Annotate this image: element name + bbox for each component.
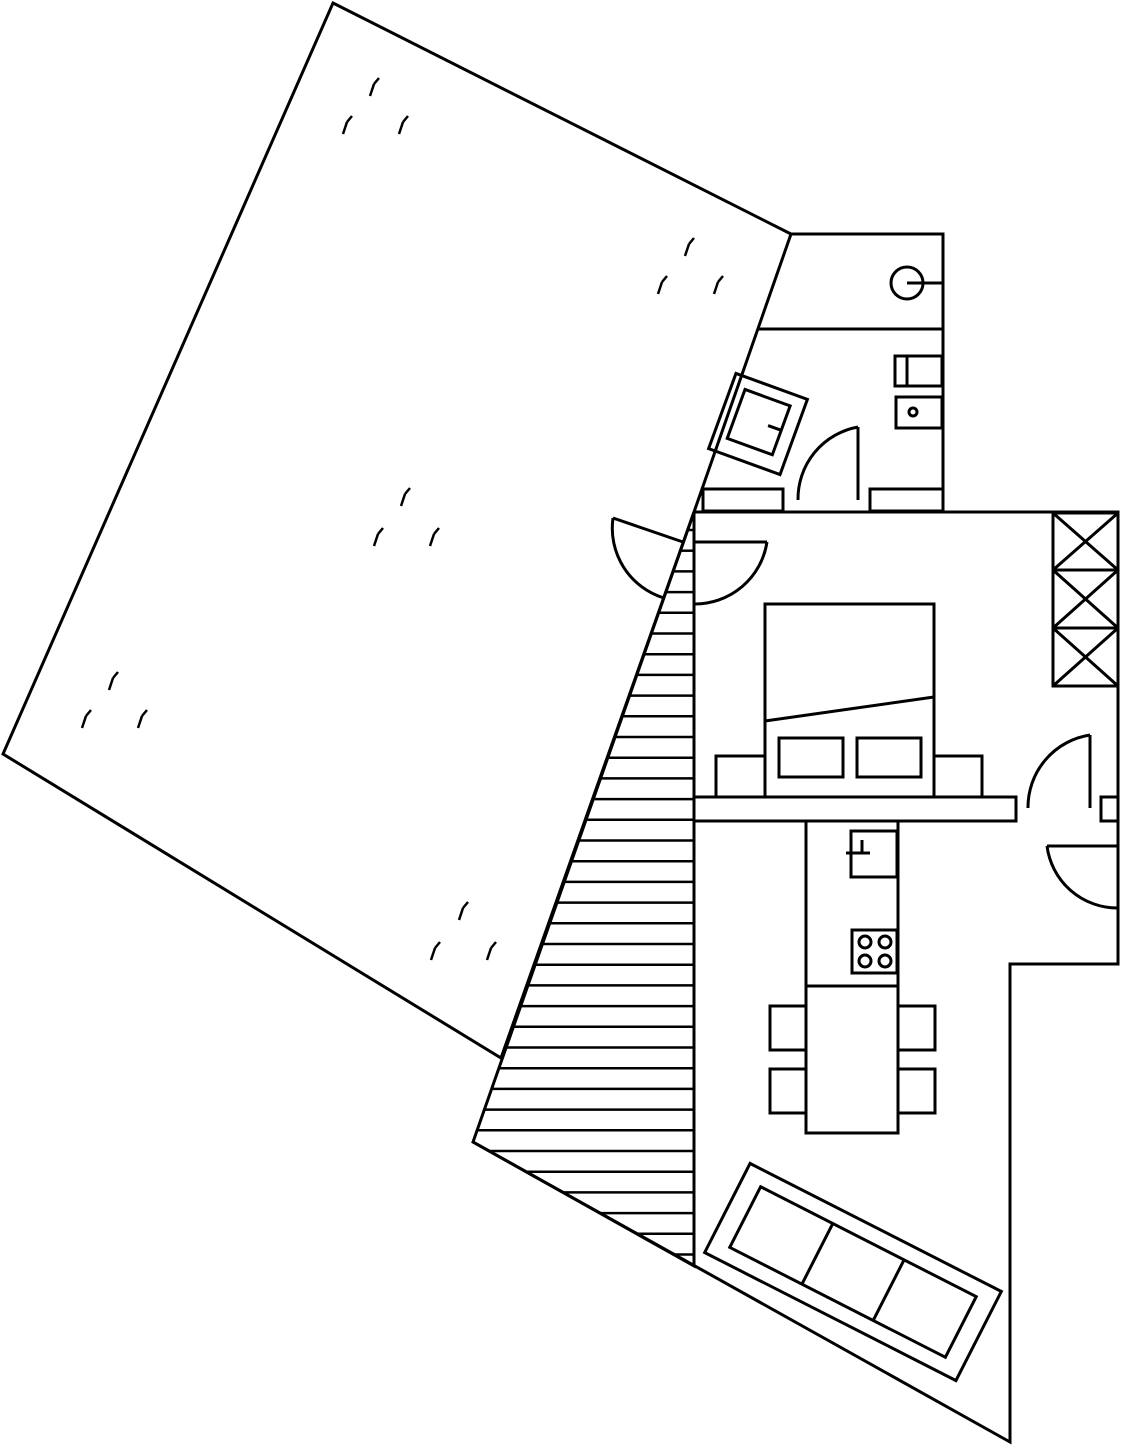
wardrobe [1051,511,1120,688]
terrace [471,511,696,1269]
nightstand [714,754,767,799]
dining-table [804,984,900,1135]
bathtub [706,371,810,477]
cooktop [850,928,899,975]
pillow [777,736,845,779]
garden-lawn [1,0,793,1061]
grass-tufts [80,77,724,961]
bathroom [701,265,945,513]
pillow [855,736,923,779]
grass-tuft [80,671,148,729]
shower [889,265,943,301]
kitchen [768,819,937,1135]
kitchen-sink [846,829,899,879]
double-bed [763,602,936,799]
terrace-door-inner[interactable] [693,540,769,606]
grass-tuft [341,77,409,135]
bedroom-door[interactable] [1026,733,1092,809]
sofa [702,1161,1004,1383]
grass-tuft [429,901,497,961]
chair [896,1004,937,1052]
entry-door[interactable] [1045,844,1119,910]
bathroom-door[interactable] [796,425,860,501]
washbasin [894,395,944,430]
chair [896,1067,937,1115]
nightstand [932,754,984,799]
chair [768,1004,808,1052]
grass-tuft [656,237,724,295]
chair [768,1067,808,1115]
toilet [893,354,944,388]
garden-door[interactable] [610,516,684,600]
bedroom [610,510,1120,823]
exterior-wall [472,232,1120,1445]
grass-tuft [372,487,440,547]
terrace-hatch [477,528,694,1256]
